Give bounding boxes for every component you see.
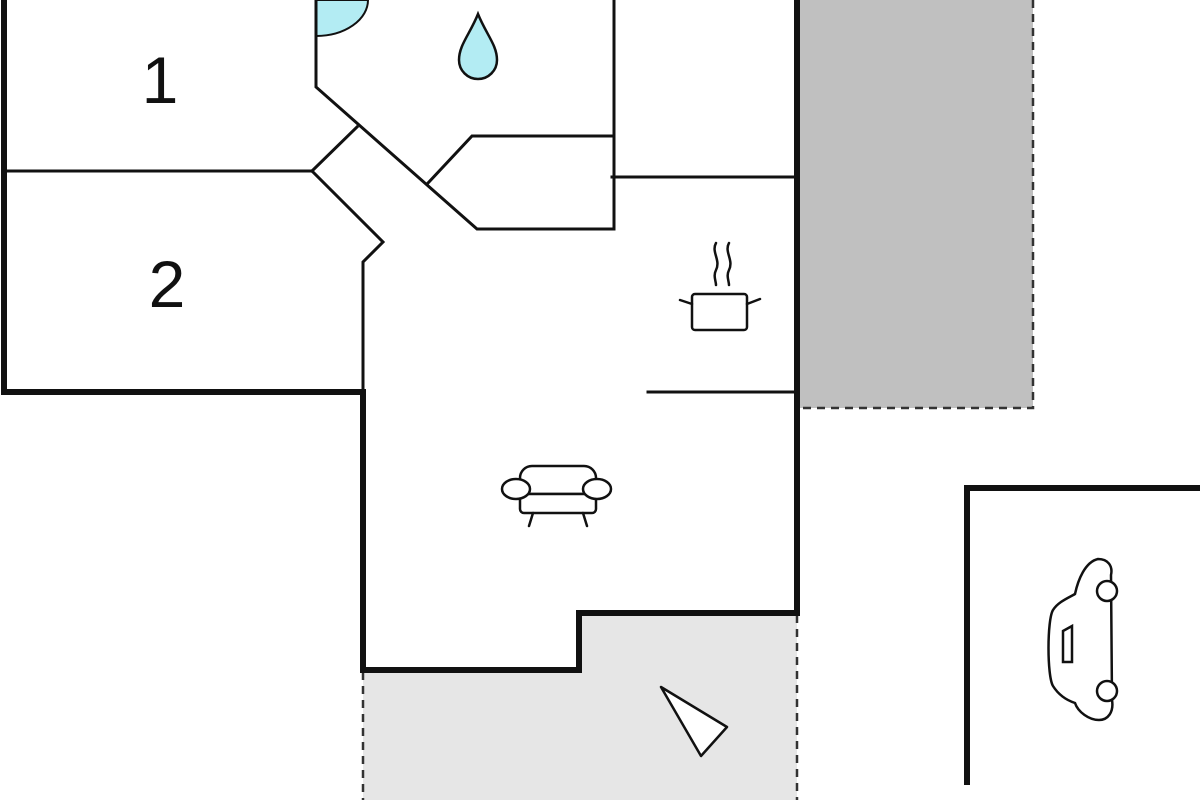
bath-wall xyxy=(314,0,616,231)
covered-area-dashed-border xyxy=(797,0,1035,410)
hall-diagonal-lower xyxy=(309,168,386,394)
carport-wall xyxy=(964,485,1200,785)
sofa-icon xyxy=(500,464,613,528)
bath-fixture xyxy=(315,0,370,38)
room-1-label: 1 xyxy=(142,43,179,117)
hall-diagonal-upper xyxy=(309,124,360,174)
terrace xyxy=(363,613,797,800)
cooking-pot-icon xyxy=(678,241,762,332)
covered-area xyxy=(797,0,1033,408)
car-icon xyxy=(1047,557,1119,722)
water-drop-icon xyxy=(457,10,499,81)
closet-wall xyxy=(425,134,616,186)
outer-wall-left xyxy=(1,0,800,673)
room-2-label: 2 xyxy=(149,247,186,321)
compass-north-icon xyxy=(659,685,729,758)
